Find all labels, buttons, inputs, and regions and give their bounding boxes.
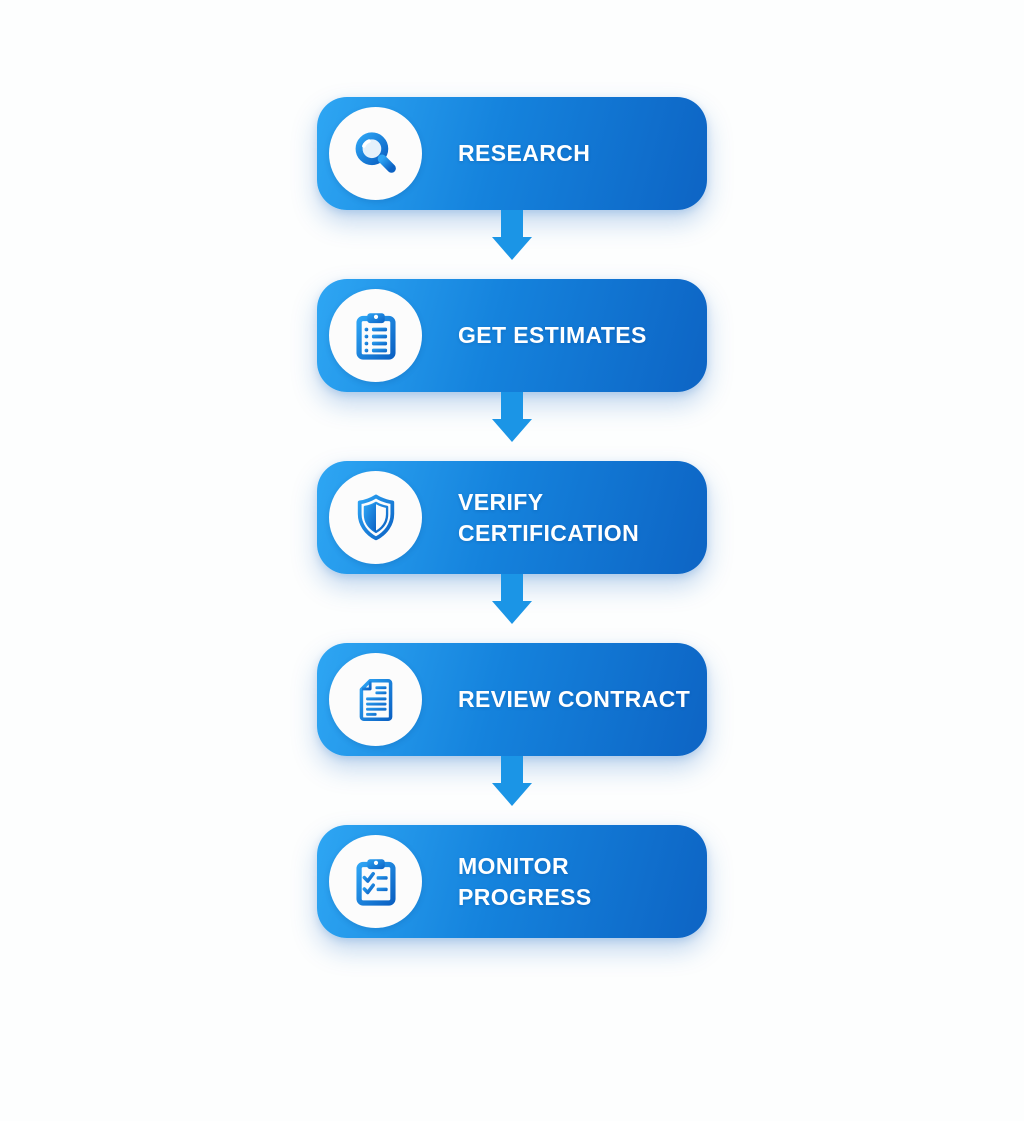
- arrow-head: [492, 783, 532, 806]
- step-card-verify-certification: VERIFY CERTIFICATION: [317, 461, 707, 574]
- step-card-get-estimates: GET ESTIMATES: [317, 279, 707, 392]
- arrow-stem: [501, 574, 523, 601]
- arrow-down-icon: [317, 574, 707, 643]
- process-flowchart: RESEARCH GET ESTIMATES: [317, 97, 707, 938]
- step-card-monitor-progress: MONITOR PROGRESS: [317, 825, 707, 938]
- arrow-head: [492, 237, 532, 260]
- arrow-down-icon: [317, 210, 707, 279]
- arrow-head: [492, 419, 532, 442]
- step-label: MONITOR PROGRESS: [458, 853, 592, 910]
- step-icon-badge: [329, 653, 422, 746]
- arrow-stem: [501, 756, 523, 783]
- step-icon-badge: [329, 289, 422, 382]
- step-card-review-contract: REVIEW CONTRACT: [317, 643, 707, 756]
- step-label: GET ESTIMATES: [458, 322, 647, 349]
- clipboard-list-icon: [355, 312, 396, 360]
- step-icon-badge: [329, 471, 422, 564]
- document-icon: [359, 678, 392, 721]
- search-icon: [355, 131, 396, 173]
- step-label: RESEARCH: [458, 140, 591, 167]
- step-label: VERIFY CERTIFICATION: [458, 489, 640, 546]
- clipboard-check-icon: [355, 858, 396, 906]
- arrow-stem: [501, 210, 523, 237]
- step-icon-badge: [329, 107, 422, 200]
- step-icon-badge: [329, 835, 422, 928]
- step-label: REVIEW CONTRACT: [458, 686, 691, 713]
- arrow-stem: [501, 392, 523, 419]
- arrow-head: [492, 601, 532, 624]
- shield-icon: [357, 494, 394, 540]
- arrow-down-icon: [317, 392, 707, 461]
- step-card-research: RESEARCH: [317, 97, 707, 210]
- arrow-down-icon: [317, 756, 707, 825]
